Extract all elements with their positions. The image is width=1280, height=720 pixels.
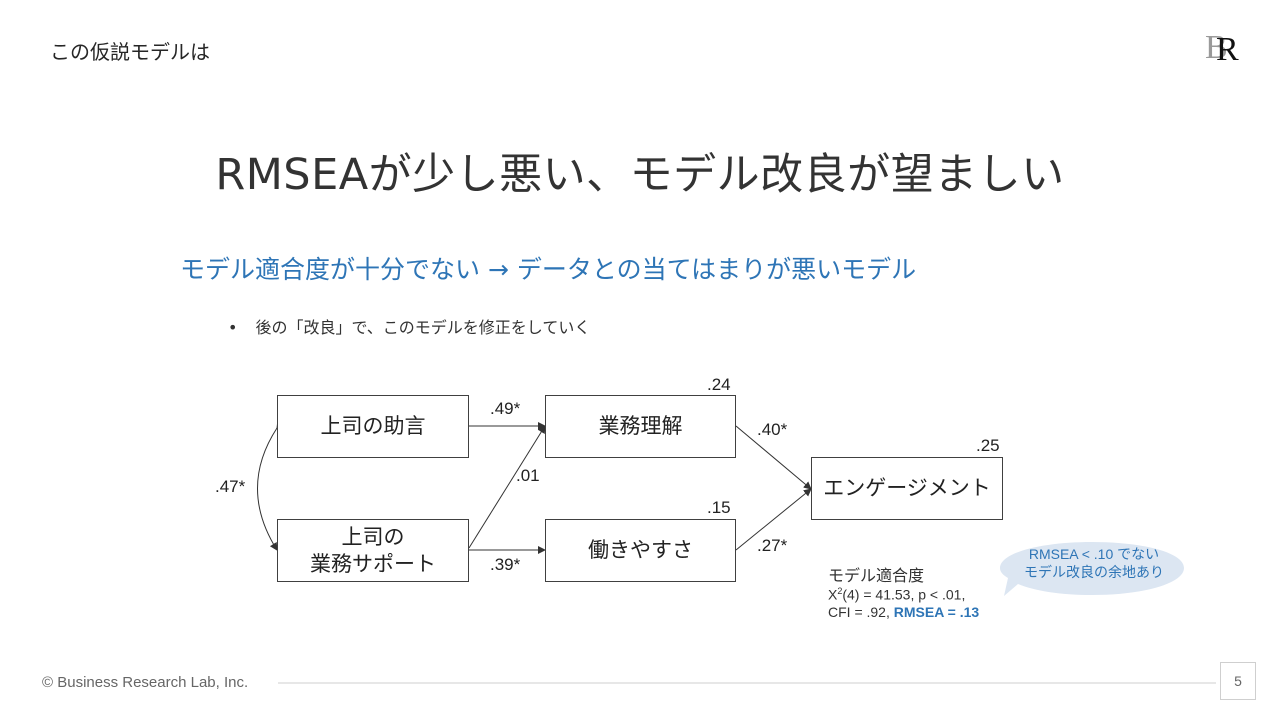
bullet-text: 後の「改良」で、このモデルを修正をしていく <box>255 318 591 337</box>
coef-support-understanding: .01 <box>516 466 540 485</box>
section-title: この仮説モデルは <box>50 40 210 64</box>
callout-line1: RMSEA < .10 でない <box>1028 546 1160 562</box>
chi-rest: (4) = 41.53, p < .01, <box>842 586 966 603</box>
bullet-item: • 後の「改良」で、このモデルを修正をしていく <box>228 314 590 338</box>
chi-prefix: X <box>828 586 838 603</box>
subtitle: モデル適合度が十分でない → データとの当てはまりが悪いモデル <box>180 255 917 284</box>
coef-support-workability: .39* <box>490 555 521 574</box>
path-support-understanding <box>468 425 546 549</box>
coef-understanding-engagement: .40* <box>757 420 788 439</box>
callout-note: RMSEA < .10 でない モデル改良の余地あり <box>1004 545 1184 581</box>
copyright: © Business Research Lab, Inc. <box>42 674 249 691</box>
bullet-dot: • <box>228 318 238 337</box>
company-logo: B R <box>1205 29 1239 66</box>
fit-chi-square: X2(4) = 41.53, p < .01, <box>828 586 979 604</box>
node-engagement: エンゲージメント <box>811 457 1003 520</box>
r2-engagement: .25 <box>976 436 1000 455</box>
fit-rmsea: RMSEA = .13 <box>893 604 980 621</box>
chi-sup: 2 <box>837 586 843 596</box>
node-work-understanding: 業務理解 <box>545 395 736 458</box>
covariance-arc <box>257 419 285 551</box>
fit-cfi-rmsea: CFI = .92, RMSEA = .13 <box>828 604 979 622</box>
r2-understanding: .24 <box>707 375 731 394</box>
node-support-line1: 上司の <box>341 525 405 550</box>
svg-text:B: B <box>1205 29 1228 66</box>
fit-cfi: CFI = .92, <box>828 604 894 621</box>
slide-title: RMSEAが少し悪い、モデル改良が望ましい <box>215 150 1065 200</box>
footer-divider <box>278 682 1216 684</box>
node-workability: 働きやすさ <box>545 519 736 582</box>
coef-advice-understanding: .49* <box>490 399 521 418</box>
callout-bubble <box>1000 542 1184 596</box>
coef-workability-engagement: .27* <box>757 536 788 555</box>
callout-line2: モデル改良の余地あり <box>1024 564 1164 581</box>
r2-workability: .15 <box>707 498 731 517</box>
path-workability-engagement <box>735 488 812 551</box>
fit-title: モデル適合度 <box>828 566 925 585</box>
page-number: 5 <box>1220 662 1256 700</box>
svg-text:R: R <box>1216 31 1239 66</box>
node-support-line2: 業務サポート <box>310 551 436 576</box>
node-boss-work-support: 上司の 業務サポート <box>277 519 469 582</box>
node-boss-advice: 上司の助言 <box>277 395 469 458</box>
path-understanding-engagement <box>735 425 812 490</box>
model-fit-block: モデル適合度 X2(4) = 41.53, p < .01, CFI = .92… <box>828 566 979 622</box>
coef-covariance: .47* <box>215 477 246 496</box>
